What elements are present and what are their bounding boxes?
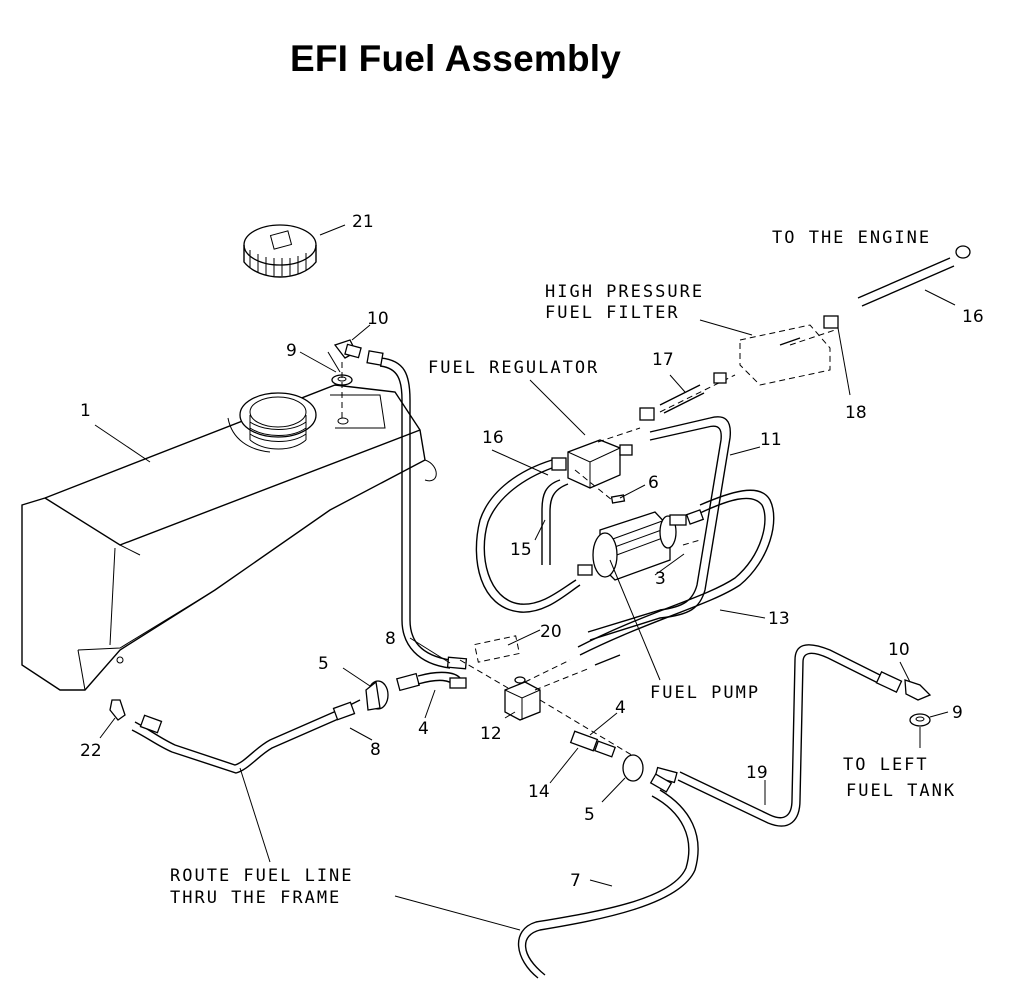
callout-10-right: 10 bbox=[888, 640, 910, 660]
fuel-line-8-top bbox=[366, 350, 468, 670]
callout-11: 11 bbox=[760, 430, 782, 450]
callout-5-right: 5 bbox=[584, 805, 595, 825]
callout-7: 7 bbox=[570, 871, 581, 891]
callout-22: 22 bbox=[80, 741, 102, 761]
label-fuel-regulator: FUEL REGULATOR bbox=[428, 358, 599, 378]
callout-13: 13 bbox=[768, 609, 790, 629]
leader-lines bbox=[94, 289, 956, 931]
callout-8-bottom: 8 bbox=[370, 740, 381, 760]
decal-20 bbox=[473, 635, 521, 663]
label-to-left: TO LEFT bbox=[843, 755, 929, 775]
fuel-regulator bbox=[551, 427, 641, 504]
callout-3: 3 bbox=[655, 569, 666, 589]
fuel-pump bbox=[577, 509, 705, 581]
callout-15: 15 bbox=[510, 540, 532, 560]
callout-4: 4 bbox=[418, 719, 429, 739]
fuel-lines-loop bbox=[475, 416, 775, 666]
callout-16: 16 bbox=[482, 428, 504, 448]
callout-6: 6 bbox=[648, 473, 659, 493]
callout-1: 1 bbox=[80, 401, 91, 421]
callout-8: 8 bbox=[385, 629, 396, 649]
callout-16-engine: 16 bbox=[962, 307, 984, 327]
label-fuel-pump: FUEL PUMP bbox=[650, 683, 760, 703]
callout-9-right: 9 bbox=[952, 703, 963, 723]
fuel-tank bbox=[21, 384, 437, 691]
callout-18: 18 bbox=[845, 403, 867, 423]
fuel-line-8-bottom bbox=[109, 699, 356, 774]
callout-14: 14 bbox=[528, 782, 550, 802]
callout-21: 21 bbox=[352, 212, 374, 232]
label-fuel-tank: FUEL TANK bbox=[846, 781, 956, 801]
page-title: EFI Fuel Assembly bbox=[290, 38, 622, 79]
label-thru-frame: THRU THE FRAME bbox=[170, 888, 341, 908]
callout-5: 5 bbox=[318, 654, 329, 674]
label-to-engine: TO THE ENGINE bbox=[772, 228, 931, 248]
callout-10: 10 bbox=[367, 309, 389, 329]
callout-20: 20 bbox=[540, 622, 562, 642]
callout-12: 12 bbox=[480, 724, 502, 744]
callout-9: 9 bbox=[286, 341, 297, 361]
tee-block bbox=[459, 659, 641, 761]
inline-filter-left bbox=[349, 671, 467, 711]
fuel-lines-right bbox=[517, 644, 932, 979]
high-pressure-filter bbox=[639, 245, 971, 421]
label-fuel-filter: FUEL FILTER bbox=[545, 303, 680, 323]
text-labels: TO THE ENGINE HIGH PRESSURE FUEL FILTER … bbox=[170, 228, 956, 908]
callout-4-right: 4 bbox=[615, 698, 626, 718]
callout-19: 19 bbox=[746, 763, 768, 783]
fuel-cap bbox=[243, 224, 346, 278]
label-high-pressure: HIGH PRESSURE bbox=[545, 282, 704, 302]
callout-17: 17 bbox=[652, 350, 674, 370]
label-route-fuel-line: ROUTE FUEL LINE bbox=[170, 866, 354, 886]
elbow-fitting-top bbox=[327, 324, 371, 418]
callout-numbers: 21 10 9 1 16 17 18 16 11 6 15 3 13 20 8 … bbox=[80, 212, 984, 891]
